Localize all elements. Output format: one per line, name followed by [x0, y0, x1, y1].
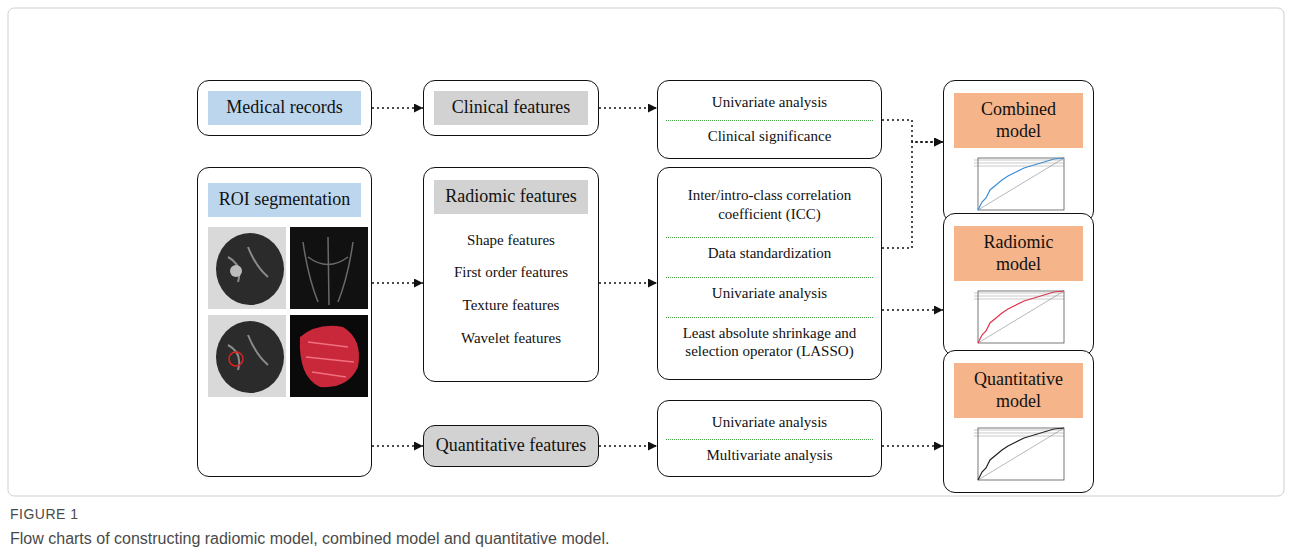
dotted-arrow [882, 309, 943, 311]
dotted-arrow [599, 282, 657, 284]
roc-plot [964, 424, 1074, 486]
diagonal-line [978, 291, 1064, 343]
flow-box: Quantitative model [943, 350, 1094, 493]
figure-caption: Flow charts of constructing radiomic mod… [10, 530, 609, 548]
ct-background [208, 315, 286, 397]
roi-outline [229, 352, 243, 366]
flow-box: Radiomic featuresShape featuresFirst ord… [423, 167, 599, 382]
dotted-arrow [599, 107, 657, 109]
model-label: Radiomic model [954, 226, 1083, 281]
plot-rule [974, 160, 1064, 161]
method-step: Univariate analysis [666, 407, 873, 438]
stage-label: Radiomic features [434, 180, 588, 214]
flow-box: Clinical features [423, 80, 599, 136]
dotted-arrow [882, 142, 943, 248]
plot-frame [978, 291, 1064, 343]
mip-structures [303, 237, 353, 305]
feature-type: Wavelet features [434, 322, 588, 355]
dotted-arrow [882, 120, 943, 142]
mip-image [290, 227, 368, 309]
dotted-arrow [372, 445, 423, 447]
method-step: Least absolute shrinkage and selection o… [666, 317, 873, 368]
ct-slice [208, 227, 286, 309]
plot-rule [974, 293, 1064, 294]
nodule [230, 265, 242, 277]
plot-rule [974, 163, 1064, 164]
flow-box: Univariate analysisMultivariate analysis [657, 400, 882, 477]
flow-box: Inter/intro-class correlation coefficien… [657, 167, 882, 380]
roc-curve [978, 428, 1064, 480]
feature-list: Shape featuresFirst order featuresTextur… [434, 224, 588, 355]
stage-label: Clinical features [434, 91, 588, 125]
plot-rule [974, 436, 1064, 437]
plot-rule [974, 433, 1064, 434]
roc-plot [964, 287, 1074, 349]
plot-rule [974, 166, 1064, 167]
flow-box: Univariate analysisClinical significance [657, 80, 882, 159]
roi-render [290, 315, 368, 397]
roc-curve [978, 291, 1064, 343]
dotted-arrow [882, 445, 943, 447]
method-step: Inter/intro-class correlation coefficien… [666, 180, 873, 230]
plot-rule [974, 296, 1064, 297]
diagonal-line [978, 428, 1064, 480]
model-label: Combined model [954, 93, 1083, 148]
flow-box: Medical records [197, 80, 372, 136]
method-step: Multivariate analysis [666, 439, 873, 471]
flow-box: ROI segmentation [197, 167, 372, 477]
model-label: Quantitative model [954, 363, 1083, 418]
ct-slice-roi [208, 315, 286, 397]
frame-border [8, 8, 1284, 496]
lung-field [216, 321, 284, 393]
mip-background [290, 227, 368, 309]
stage-label: Medical records [208, 91, 361, 125]
flow-box: Combined model [943, 80, 1094, 223]
volume-highlight [306, 342, 354, 377]
method-step: Clinical significance [666, 120, 873, 152]
render-background [290, 315, 368, 397]
vessels [228, 247, 268, 282]
dotted-arrow [372, 107, 423, 109]
method-step: Univariate analysis [666, 277, 873, 309]
feature-type: Shape features [434, 224, 588, 257]
vessels [228, 335, 268, 370]
stage-label: ROI segmentation [208, 183, 361, 217]
dotted-arrow [599, 445, 657, 447]
stage-label: Quantitative features [428, 429, 594, 463]
flow-box: Radiomic model [943, 213, 1094, 356]
feature-type: Texture features [434, 289, 588, 322]
roi-volume [300, 325, 359, 386]
roi-illustration [208, 227, 368, 402]
feature-type: First order features [434, 256, 588, 289]
method-step: Univariate analysis [666, 87, 873, 118]
dotted-arrow [372, 282, 423, 284]
lung-field [216, 233, 284, 305]
ct-background [208, 227, 286, 309]
figure-number: FIGURE 1 [10, 506, 79, 522]
plot-frame [978, 428, 1064, 480]
roc-plot [964, 154, 1074, 216]
method-step: Data standardization [666, 237, 873, 269]
flow-box: Quantitative features [423, 425, 599, 467]
plot-rule [974, 299, 1064, 300]
plot-rule [974, 430, 1064, 431]
